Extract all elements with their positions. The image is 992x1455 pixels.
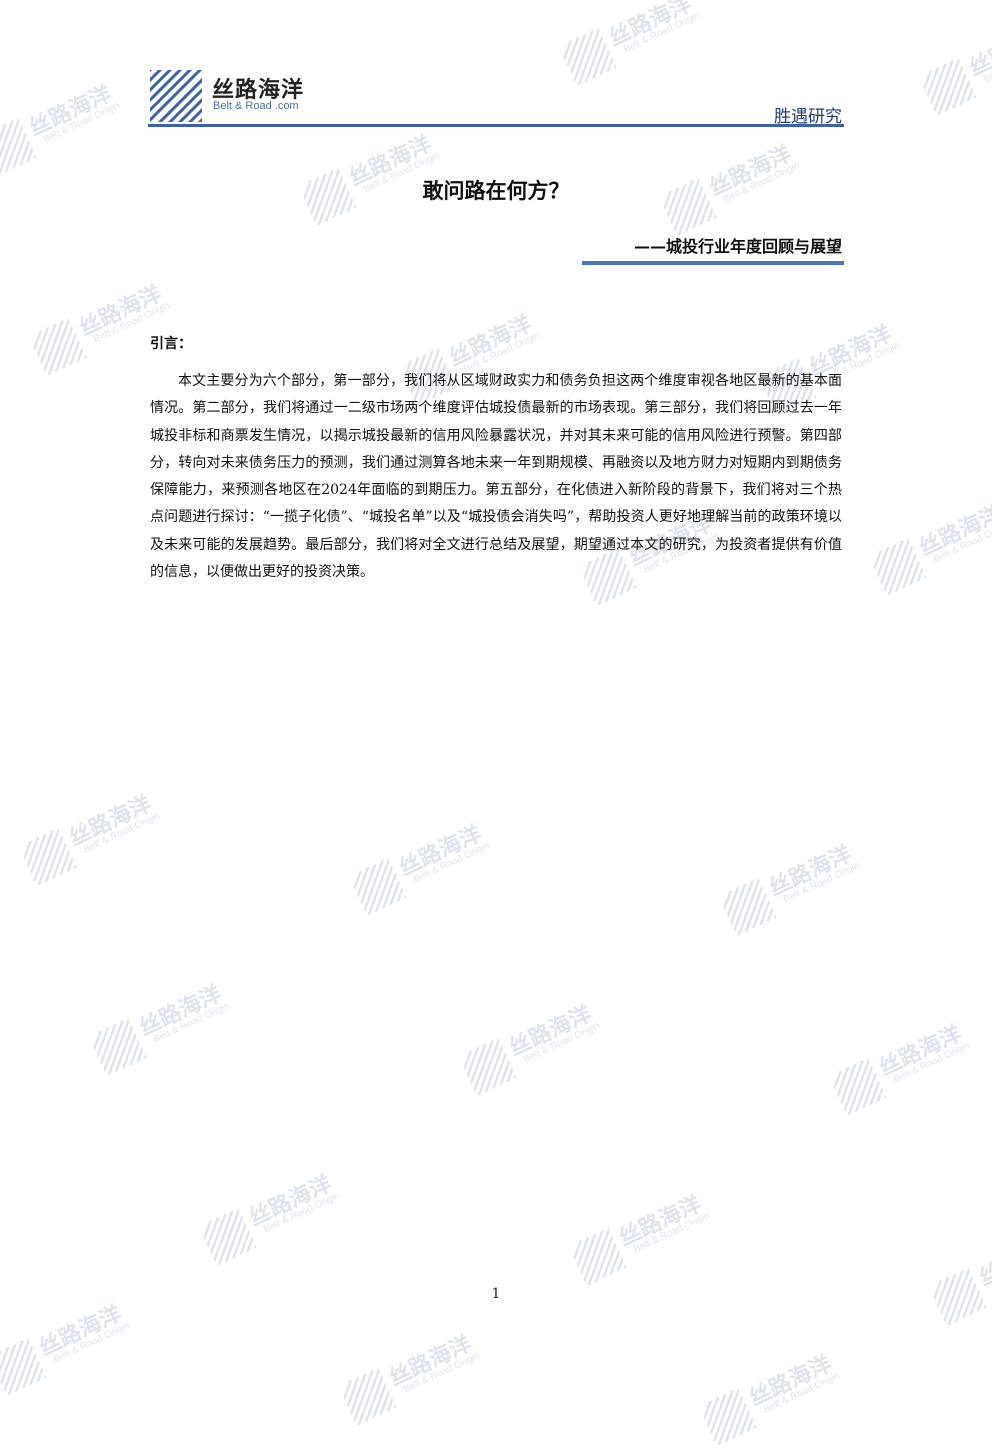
watermark-chinese: 丝路海洋 (913, 496, 992, 562)
stripes-logo-icon (150, 70, 202, 122)
watermark-stripes-icon (718, 878, 776, 936)
watermark-chinese: 丝路海洋 (613, 1186, 706, 1252)
watermark-chinese: 丝路海洋 (23, 76, 116, 142)
watermark-chinese: 丝路海洋 (873, 1016, 966, 1082)
watermark-stripes-icon (348, 858, 406, 916)
watermark-english: Belt & Road Origin (42, 100, 122, 145)
watermark-chinese: 丝路海洋 (603, 0, 696, 52)
watermark-chinese: 丝路海洋 (443, 306, 536, 372)
watermark-english: Belt & Road Origin (412, 840, 492, 885)
watermark-english: Belt & Road Origin (622, 10, 702, 55)
watermark-english: Belt & Road Origin (522, 1020, 602, 1065)
watermark-stripes-icon (88, 1018, 146, 1076)
header-logo: 丝路海洋 Belt & Road .com (150, 70, 350, 126)
watermark-stripes-icon (568, 1228, 626, 1286)
watermark-english: Belt & Road Origin (982, 40, 992, 85)
watermark-stripes-icon (918, 58, 976, 116)
watermark-chinese: 丝路海洋 (973, 1226, 992, 1292)
watermark-chinese: 丝路海洋 (383, 1326, 476, 1392)
watermark-chinese: 丝路海洋 (503, 996, 596, 1062)
watermark-chinese: 丝路海洋 (133, 976, 226, 1042)
watermark-chinese: 丝路海洋 (963, 16, 992, 82)
watermark-english: Belt & Road Origin (762, 1370, 842, 1415)
subtitle-divider (582, 261, 844, 265)
watermark-chinese: 丝路海洋 (763, 836, 856, 902)
watermark-english: Belt & Road Origin (262, 1190, 342, 1235)
watermark-english: Belt & Road Origin (892, 1040, 972, 1085)
intro-heading: 引言： (150, 333, 192, 353)
watermark-stripes-icon (28, 318, 86, 376)
watermark-chinese: 丝路海洋 (33, 1296, 126, 1362)
watermark-chinese: 丝路海洋 (243, 1166, 336, 1232)
logo-english-name: Belt & Road .com (213, 100, 299, 112)
intro-paragraph: 本文主要分为六个部分，第一部分，我们将从区域财政实力和债务负担这两个维度审视各地… (150, 368, 842, 586)
document-title: 敢问路在何方？ (0, 175, 992, 205)
watermark-english: Belt & Road Origin (782, 860, 862, 905)
header-divider (148, 124, 844, 127)
watermark-stripes-icon (458, 1038, 516, 1096)
watermark-stripes-icon (0, 118, 37, 176)
watermark-stripes-icon (558, 28, 616, 86)
watermark-english: Belt & Road Origin (82, 810, 162, 855)
watermark-stripes-icon (0, 1338, 47, 1396)
watermark-english: Belt & Road Origin (52, 1320, 132, 1365)
watermark-english: Belt & Road Origin (632, 1210, 712, 1255)
document-subtitle: ——城投行业年度回顾与展望 (634, 233, 842, 257)
watermark-stripes-icon (698, 1388, 756, 1446)
watermark-stripes-icon (198, 1208, 256, 1266)
watermark-english: Belt & Road Origin (402, 1350, 482, 1395)
page-number: 1 (0, 1286, 992, 1302)
watermark-chinese: 丝路海洋 (63, 786, 156, 852)
watermark-chinese: 丝路海洋 (393, 816, 486, 882)
watermark-stripes-icon (338, 1368, 396, 1426)
watermark-stripes-icon (868, 538, 926, 596)
watermark-english: Belt & Road Origin (152, 1000, 232, 1045)
watermark-english: Belt & Road Origin (932, 520, 992, 565)
watermark-chinese: 丝路海洋 (743, 1346, 836, 1412)
watermark-stripes-icon (828, 1058, 886, 1116)
watermark-stripes-icon (18, 828, 76, 886)
